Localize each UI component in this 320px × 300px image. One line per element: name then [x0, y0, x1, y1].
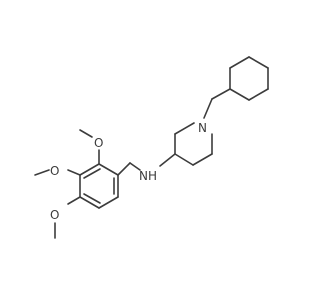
- amine-linker: [117, 153, 176, 176]
- atom-label-nh: NH: [139, 169, 157, 183]
- structure-canvas: N NH O O O: [34, 56, 269, 239]
- piperidine-ring: [174, 122, 213, 166]
- cyclohexylmethyl-linker: [203, 88, 231, 119]
- molecule-diagram: N NH O O O: [34, 56, 269, 239]
- cyclohexyl-ring: [229, 56, 269, 101]
- methoxy-4: [54, 196, 81, 239]
- benzene-ring: [79, 163, 119, 209]
- methoxy-2: [79, 129, 100, 165]
- atom-label-o2: O: [50, 164, 59, 178]
- atom-label-n: N: [198, 121, 207, 135]
- methoxy-3: [34, 169, 81, 176]
- atom-label-o1: O: [94, 136, 103, 150]
- atom-label-o3: O: [50, 208, 59, 222]
